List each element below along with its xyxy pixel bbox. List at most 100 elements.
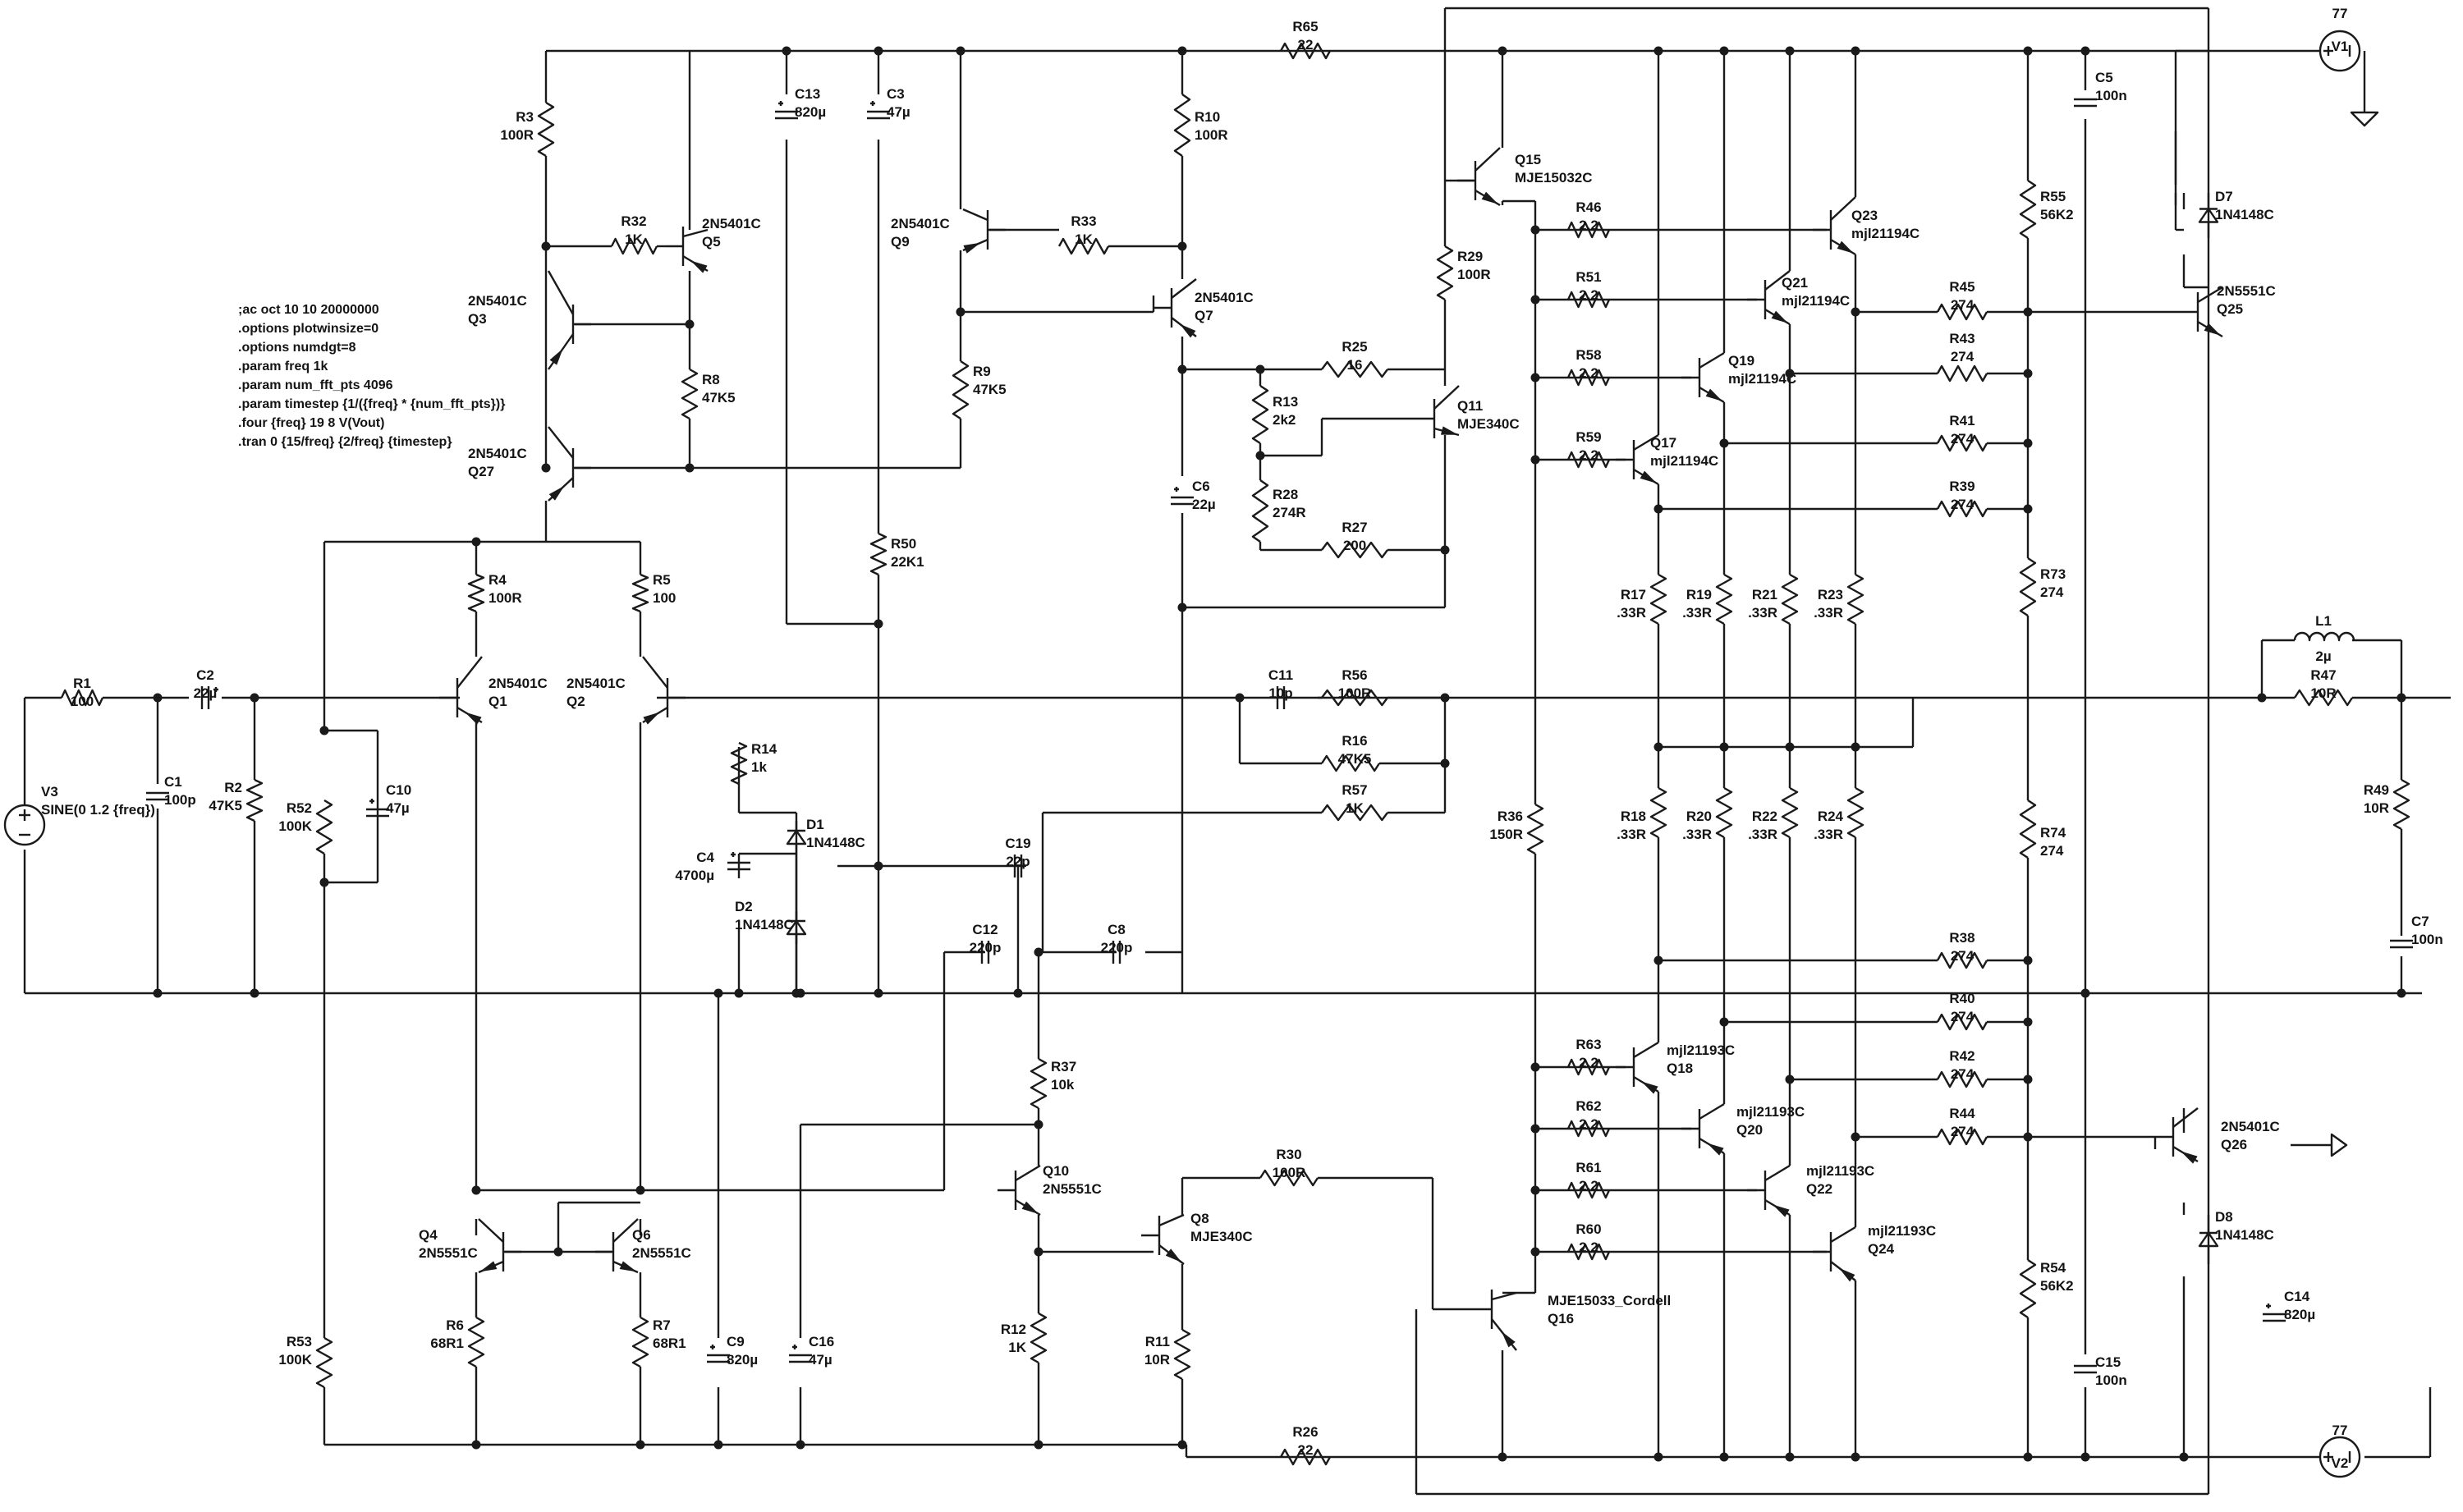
transistor-model: mjl21193C bbox=[1736, 1104, 1805, 1120]
transistor-model: mjl21194C bbox=[1851, 226, 1919, 241]
resistor-value: 2.2 bbox=[1579, 447, 1598, 463]
junction-dot bbox=[1177, 1440, 1187, 1450]
resistor-r20: R20.33R bbox=[1682, 786, 1733, 842]
transistor-designator: Q5 bbox=[702, 234, 721, 250]
resistor-designator: R61 bbox=[1575, 1160, 1601, 1175]
junction-dot bbox=[153, 693, 163, 703]
junction-dot bbox=[2080, 988, 2090, 998]
resistor-designator: R63 bbox=[1575, 1037, 1601, 1052]
resistor-designator: R40 bbox=[1949, 991, 1975, 1006]
junction-dot bbox=[1530, 1062, 1540, 1072]
resistor-designator: R17 bbox=[1621, 587, 1646, 603]
junction-dot bbox=[1235, 693, 1245, 703]
transistor-model: 2N5551C bbox=[1043, 1181, 1102, 1197]
capacitor-value: 100n bbox=[2095, 88, 2127, 103]
spice-directive-line: .tran 0 {15/freq} {2/freq} {timestep} bbox=[238, 435, 452, 449]
resistor-designator: R7 bbox=[653, 1317, 671, 1333]
transistor-designator: Q9 bbox=[891, 234, 910, 250]
transistor-model: MJE15033_Cordell bbox=[1548, 1293, 1671, 1308]
resistor-value: .33R bbox=[1617, 827, 1646, 842]
transistor-model: 2N5401C bbox=[566, 676, 626, 691]
capacitor-designator: C15 bbox=[2095, 1354, 2121, 1370]
junction-dot bbox=[1177, 46, 1187, 56]
capacitor-value: 47µ bbox=[809, 1352, 832, 1368]
spice-directive-line: .options plotwinsize=0 bbox=[238, 322, 378, 336]
capacitor-designator: C10 bbox=[386, 782, 411, 798]
resistor-designator: R21 bbox=[1752, 587, 1777, 603]
transistor-model: MJE15032C bbox=[1515, 170, 1593, 186]
capacitor-value: 820µ bbox=[2284, 1307, 2315, 1322]
capacitor-designator: C8 bbox=[1108, 922, 1126, 937]
capacitor-designator: C19 bbox=[1005, 836, 1030, 851]
resistor-designator: R28 bbox=[1273, 487, 1298, 502]
resistor-value: 47K5 bbox=[1338, 751, 1372, 767]
transistor-model: 2N5401C bbox=[891, 216, 950, 231]
resistor-designator: R1 bbox=[73, 676, 91, 691]
transistor-designator: Q26 bbox=[2221, 1137, 2247, 1152]
resistor-designator: R44 bbox=[1949, 1106, 1975, 1121]
junction-dot bbox=[553, 1247, 563, 1257]
resistor-designator: R37 bbox=[1051, 1059, 1076, 1074]
junction-dot bbox=[1498, 1452, 1507, 1462]
junction-dot bbox=[1785, 1074, 1795, 1084]
spice-directive-line: .param timestep {1/({freq} * {num_fft_pt… bbox=[238, 397, 505, 411]
junction-dot bbox=[635, 1440, 645, 1450]
source-designator: V1 bbox=[2332, 39, 2349, 54]
junction-dot bbox=[1530, 1185, 1540, 1195]
junction-dot bbox=[2257, 693, 2267, 703]
junction-dot bbox=[874, 46, 883, 56]
transistor-designator: Q3 bbox=[468, 311, 487, 327]
resistor-designator: R36 bbox=[1498, 809, 1523, 824]
junction-dots bbox=[153, 46, 2406, 1462]
capacitor-value: 100n bbox=[2095, 1372, 2127, 1388]
diode-model: 1N4148C bbox=[2215, 207, 2274, 222]
junction-dot bbox=[2396, 988, 2406, 998]
diode-designator: D1 bbox=[806, 817, 824, 832]
resistor-value: .33R bbox=[1748, 605, 1777, 621]
capacitor-designator: C3 bbox=[887, 86, 905, 102]
junction-dot bbox=[2023, 955, 2033, 965]
transistor-model: 2N5401C bbox=[2221, 1119, 2280, 1134]
junction-dot bbox=[874, 988, 883, 998]
transistor-designator: Q23 bbox=[1851, 208, 1878, 223]
junction-dot bbox=[1851, 46, 1860, 56]
resistor-value: 100R bbox=[1273, 1165, 1306, 1180]
resistor-value: 274 bbox=[2040, 843, 2064, 859]
resistor-value: 2.2 bbox=[1579, 1116, 1598, 1132]
junction-dot bbox=[2396, 693, 2406, 703]
resistor-designator: R20 bbox=[1686, 809, 1712, 824]
junction-dot bbox=[1785, 369, 1795, 378]
resistor-value: 100R bbox=[500, 127, 534, 143]
resistor-designator: R11 bbox=[1145, 1334, 1170, 1349]
junction-dot bbox=[956, 46, 965, 56]
resistor-designator: R2 bbox=[224, 780, 242, 795]
capacitor-designator: C6 bbox=[1192, 479, 1210, 494]
resistor-designator: R58 bbox=[1575, 347, 1601, 363]
resistor-value: 2.2 bbox=[1579, 1239, 1598, 1255]
